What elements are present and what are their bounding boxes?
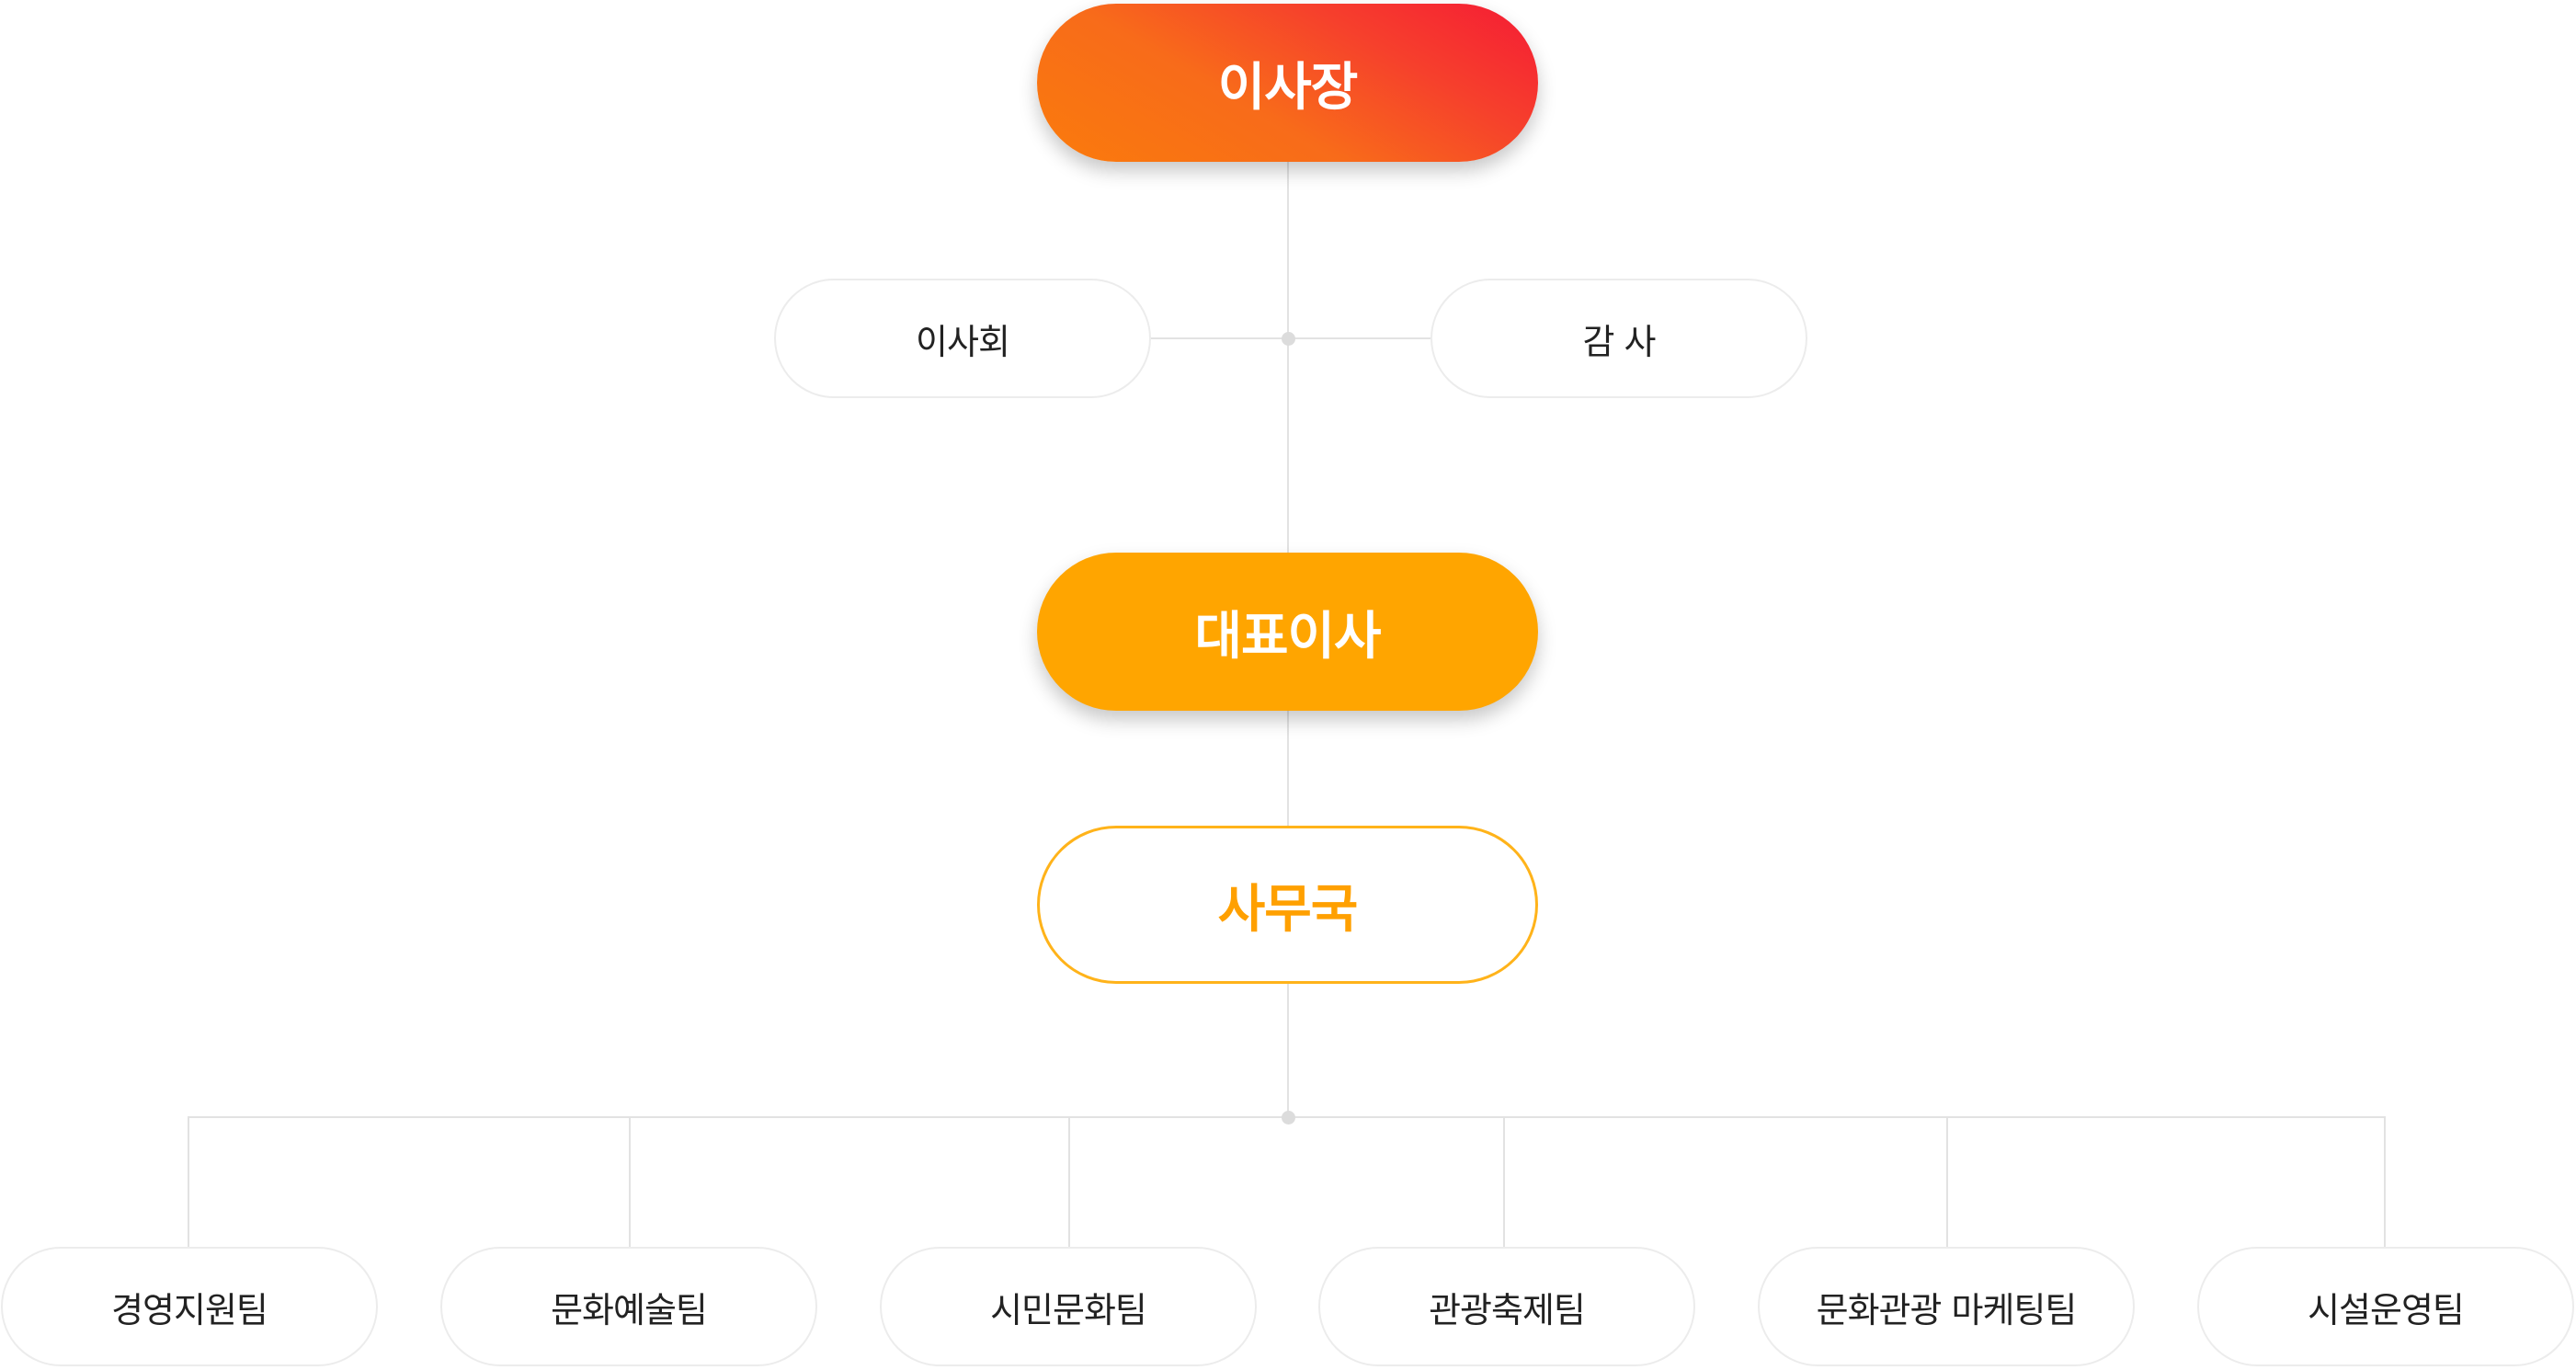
connector-team-1: [188, 1116, 189, 1247]
connector-board: [1151, 337, 1289, 339]
connector-trunk-lower: [1287, 984, 1289, 1117]
team-node-culture-tourism-marketing: 문화관광 마케팅팀: [1758, 1247, 2135, 1366]
team-node-management-support: 경영지원팀: [1, 1247, 378, 1366]
connector-audit: [1288, 337, 1430, 339]
connector-team-6: [2384, 1116, 2386, 1247]
ceo-node: 대표이사: [1037, 553, 1538, 711]
connector-team-4: [1503, 1116, 1505, 1247]
secretariat-node: 사무국: [1037, 826, 1538, 984]
team-node-facility-operations: 시설운영팀: [2197, 1247, 2574, 1366]
connector-team-3: [1068, 1116, 1070, 1247]
connector-junction-dot: [1282, 332, 1295, 346]
connector-team-2: [629, 1116, 631, 1247]
team-node-tourism-festival: 관광축제팀: [1318, 1247, 1695, 1366]
chairman-node: 이사장: [1037, 4, 1538, 162]
board-node: 이사회: [774, 279, 1151, 398]
team-node-citizen-culture: 시민문화팀: [880, 1247, 1257, 1366]
connector-team-5: [1946, 1116, 1948, 1247]
team-node-culture-arts: 문화예술팀: [440, 1247, 817, 1366]
auditor-node: 감 사: [1430, 279, 1807, 398]
connector-team-junction-dot: [1282, 1111, 1295, 1125]
connector-trunk-upper: [1287, 162, 1289, 826]
